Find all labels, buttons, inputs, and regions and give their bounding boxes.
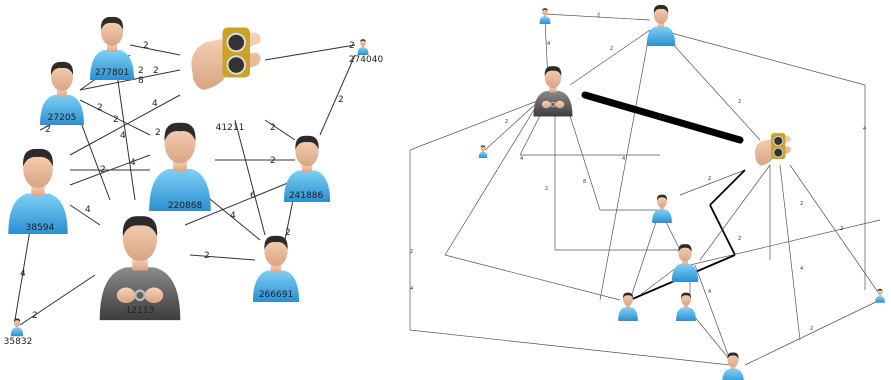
person-icon[interactable] <box>539 8 551 24</box>
edge-weight-label: 2 <box>45 125 51 135</box>
edge-weight-label: 2 <box>738 99 741 105</box>
edge-weight-label: 4 <box>152 99 158 109</box>
edge-weight-label: 2 <box>270 123 276 133</box>
edge-weight-label: 4 <box>622 156 625 162</box>
edge-weight-label: 8 <box>583 179 586 185</box>
person-icon[interactable] <box>646 5 676 47</box>
edge-weight-label: 2 <box>138 66 144 76</box>
edge-weight-label: 2 <box>410 249 413 255</box>
node-label: 27205 <box>48 113 77 123</box>
right-graph-edges <box>409 13 881 366</box>
edge-weight-label: 2 <box>204 251 210 261</box>
edge-weight-label: 4 <box>20 269 26 279</box>
edge-weight-label: 2 <box>97 103 103 113</box>
person-icon[interactable] <box>618 292 638 321</box>
edge-weight-label: 4 <box>800 266 803 272</box>
node-label: 35832 <box>4 337 33 347</box>
edge-weight-label: 2 <box>338 95 344 105</box>
node-label: 41211 <box>216 123 245 133</box>
right-edge-labels: 2 4 2 2 4 2 4 2 4 8 2 4 2 2 2 4 2 2 4 2 <box>410 13 866 332</box>
person-icon[interactable] <box>8 148 68 234</box>
edge-weight-label: 2 <box>738 236 741 242</box>
edge-weight-label: 2 <box>113 115 119 125</box>
node-label: 12113 <box>126 306 155 316</box>
edge-weight-label: 4 <box>230 211 236 221</box>
node-label: 38594 <box>26 223 55 233</box>
right-graph-nodes <box>478 5 885 380</box>
edge-weight-label: 2 <box>658 114 661 120</box>
person-icon[interactable] <box>357 39 369 55</box>
node-label: 266691 <box>259 290 293 300</box>
edge-weight-label: 2 <box>708 176 711 182</box>
person-icon[interactable] <box>652 194 672 223</box>
edge-weight-label: 2 <box>545 186 548 192</box>
edge-weight-label: 2 <box>285 228 291 238</box>
node-label: 274040 <box>349 55 384 65</box>
node-label: 220868 <box>168 201 203 211</box>
edge-weight-label: 2 <box>100 165 106 175</box>
person-icon[interactable] <box>722 352 744 380</box>
edge-weight-label: 4 <box>410 286 413 292</box>
node-label: 277801 <box>95 68 129 78</box>
person-handcuffed-icon[interactable] <box>98 214 182 322</box>
edge-weight-label: 2 <box>270 156 276 166</box>
edge-weight-label: 2 <box>810 326 813 332</box>
edge-weight-label: 2 <box>349 41 355 51</box>
edge-weight-label: 4 <box>708 289 711 295</box>
edge-weight-label: 4 <box>120 131 126 141</box>
edge-weight-label: 2 <box>840 226 843 232</box>
person-icon[interactable] <box>478 145 488 158</box>
edge-weight-label: 2 <box>143 41 149 51</box>
watch-hand-icon[interactable] <box>190 26 262 91</box>
node-label: 241886 <box>289 191 324 201</box>
left-graph-edges <box>14 44 356 326</box>
person-icon[interactable] <box>875 288 885 303</box>
edge-weight-label: 6 <box>250 191 256 201</box>
edge-weight-label: 4 <box>520 156 523 162</box>
edge-weight-label: 2 <box>153 66 159 76</box>
edge-weight-label: 4 <box>85 205 91 215</box>
edge-weight-label: 2 <box>610 46 613 52</box>
person-handcuffed-icon[interactable] <box>532 65 574 118</box>
person-icon[interactable] <box>676 292 696 321</box>
edge-weight-label: 8 <box>138 76 144 86</box>
edge-weight-label: 4 <box>547 41 550 47</box>
edge-weight-label: 2 <box>155 128 161 138</box>
edge-weight-label: 2 <box>597 13 600 19</box>
person-icon[interactable] <box>10 318 24 337</box>
edge-weight-label: 2 <box>800 201 803 207</box>
edge-weight-label: 2 <box>32 311 38 321</box>
left-graph-nodes: 277801 274040 27205 41211 220868 241886 38594 1… <box>4 16 384 347</box>
left-edge-labels: 22218242242242426422242222 <box>20 41 355 321</box>
edge-weight-label: 4 <box>130 158 136 168</box>
watch-hand-icon[interactable] <box>754 132 792 167</box>
edge-weight-label: 2 <box>505 119 508 125</box>
edge-weight-label: 4 <box>863 126 866 132</box>
